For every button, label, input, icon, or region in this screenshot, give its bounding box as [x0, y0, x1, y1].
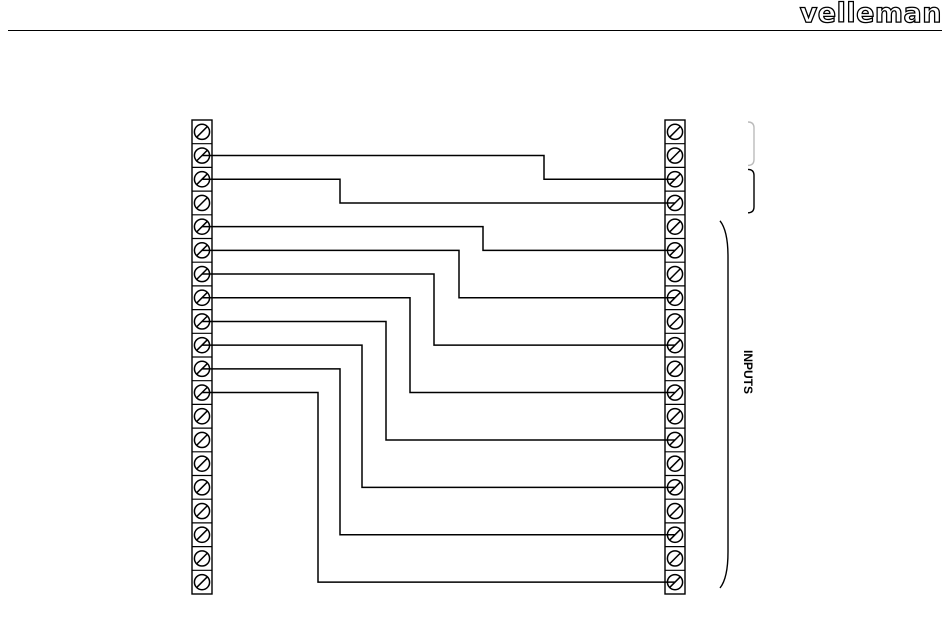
wire-7-to-10 — [202, 274, 675, 345]
left-terminal-strip — [192, 120, 212, 594]
wire-11-to-18 — [202, 369, 675, 535]
bracket-group-3 — [720, 221, 728, 588]
wire-10-to-16 — [202, 345, 675, 487]
bracket-group-2 — [748, 169, 754, 212]
wire-2-to-3 — [202, 156, 675, 180]
wire-3-to-4 — [202, 179, 675, 203]
wire-9-to-14 — [202, 321, 675, 440]
inputs-label: INPUTS — [741, 350, 755, 394]
bracket-group-1 — [748, 122, 754, 165]
wires — [202, 156, 675, 583]
right-terminal-strip — [665, 120, 685, 594]
wire-5-to-6 — [202, 227, 675, 251]
right-terminal-1 — [667, 124, 682, 139]
left-terminal-1 — [194, 124, 209, 139]
